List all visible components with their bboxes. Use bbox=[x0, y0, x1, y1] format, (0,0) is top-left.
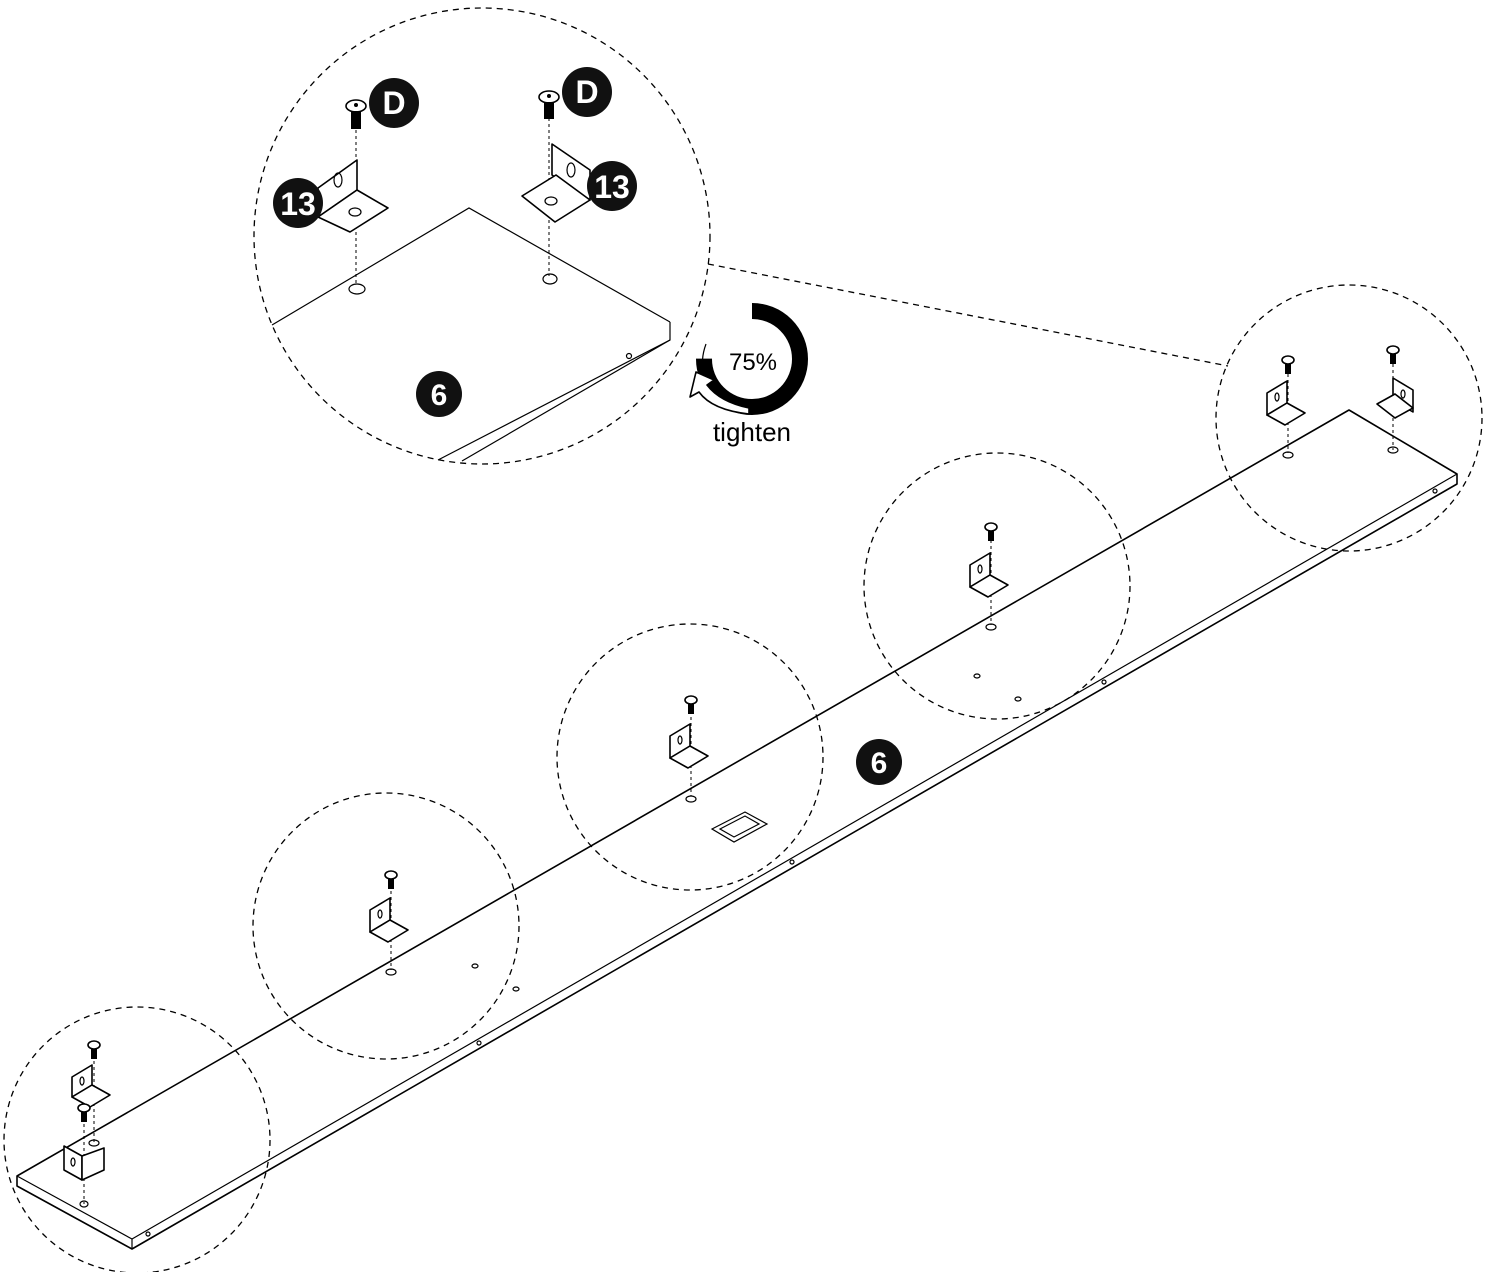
fastener-badge-right: D bbox=[562, 67, 612, 117]
panel-number-detail: 6 bbox=[431, 379, 448, 412]
detail-hole-left bbox=[348, 283, 366, 295]
fastener-letter-right: D bbox=[575, 74, 598, 110]
rotate-arrow-icon bbox=[689, 303, 808, 415]
panel-cutout bbox=[710, 811, 769, 843]
bracket-pos-1b bbox=[63, 1103, 105, 1208]
main-panel bbox=[16, 409, 1458, 1250]
screw-icon bbox=[1281, 355, 1295, 374]
detail-circle-end-left bbox=[3, 1006, 271, 1272]
torque-percent-label: 75% bbox=[729, 349, 777, 376]
torque-indicator: 75% tighten bbox=[689, 303, 808, 447]
panel-number-main: 6 bbox=[871, 747, 888, 780]
bracket-pos-1a bbox=[71, 1040, 111, 1147]
screw-icon bbox=[384, 870, 398, 889]
detail-hole-right bbox=[542, 273, 558, 285]
panel-badge-main: 6 bbox=[856, 739, 902, 785]
torque-action-label: tighten bbox=[713, 417, 791, 447]
bracket-badge-left: 13 bbox=[273, 178, 323, 228]
bracket-pos-4 bbox=[969, 522, 1009, 631]
panel-badge-detail: 6 bbox=[416, 371, 462, 417]
detail-panel bbox=[271, 207, 671, 462]
detail-leader-line bbox=[707, 263, 1229, 367]
detail-circle-3 bbox=[556, 623, 824, 891]
detail-circle bbox=[253, 7, 711, 465]
bracket-pos-2 bbox=[369, 870, 409, 976]
bracket-pos-3 bbox=[669, 695, 709, 803]
bracket-number-left: 13 bbox=[280, 186, 316, 222]
detail-bracket-left bbox=[317, 99, 389, 285]
detail-zoom-view: D D 13 13 6 bbox=[253, 7, 1229, 465]
fastener-letter-left: D bbox=[382, 85, 405, 121]
detail-circle-end-right bbox=[1215, 284, 1483, 552]
torque-gauge-arc bbox=[696, 303, 808, 415]
bracket-pos-5a bbox=[1266, 355, 1306, 459]
detail-bracket-right bbox=[521, 90, 591, 276]
screw-icon bbox=[77, 1103, 91, 1122]
screw-icon bbox=[984, 522, 998, 541]
screw-icon bbox=[684, 695, 698, 714]
screw-icon bbox=[345, 99, 367, 129]
detail-circle-4 bbox=[863, 452, 1131, 720]
screw-icon bbox=[1386, 345, 1400, 364]
screw-icon bbox=[87, 1040, 101, 1059]
screw-icon bbox=[538, 90, 560, 119]
fastener-badge-left: D bbox=[369, 78, 419, 128]
bracket-number-right: 13 bbox=[594, 169, 630, 205]
bracket-pos-5b bbox=[1376, 345, 1414, 454]
detail-circle-2 bbox=[252, 792, 520, 1060]
detail-circles bbox=[3, 284, 1483, 1272]
bracket-badge-right: 13 bbox=[587, 161, 637, 211]
